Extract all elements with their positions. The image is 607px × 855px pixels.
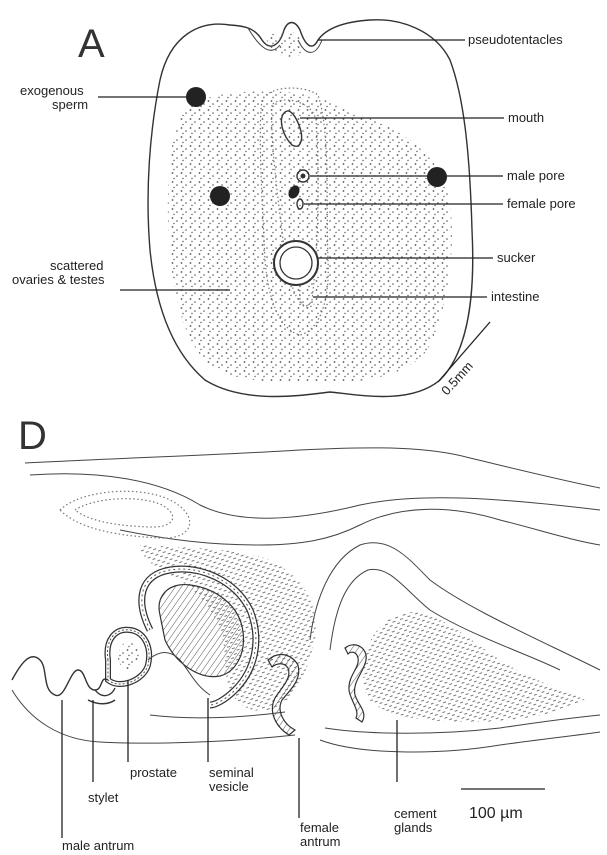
label-sperm: sperm	[52, 97, 88, 112]
label-female: female	[300, 820, 339, 835]
male-antrum-folds	[12, 657, 108, 696]
panel-a: A	[12, 20, 576, 398]
exogenous-sperm-dot-2	[210, 186, 230, 206]
label-male-pore: male pore	[507, 168, 565, 183]
label-antrum: antrum	[300, 834, 340, 849]
label-stylet: stylet	[88, 790, 119, 805]
ventral-wall-right	[320, 732, 600, 752]
label-pseudotentacles: pseudotentacles	[468, 32, 563, 47]
panel-d-letter: D	[18, 414, 47, 458]
label-cement: cement	[394, 806, 437, 821]
label-prostate: prostate	[130, 765, 177, 780]
stylet-tip	[88, 688, 115, 704]
panel-a-letter: A	[78, 22, 105, 66]
gonad-field	[168, 92, 452, 383]
label-exogenous: exogenous	[20, 83, 84, 98]
dorsal-wall-outer	[25, 448, 600, 488]
dorsal-wall-inner	[120, 509, 600, 545]
label-male-antrum: male antrum	[62, 838, 134, 853]
label-mouth: mouth	[508, 110, 544, 125]
exogenous-sperm-dot-3	[427, 167, 447, 187]
dorsal-wall-mid	[30, 474, 600, 518]
ventral-wall-outer	[150, 712, 285, 718]
label-female-pore: female pore	[507, 196, 576, 211]
label-intestine: intestine	[491, 289, 539, 304]
scale-label-a: 0.5mm	[438, 358, 476, 398]
label-glands: glands	[394, 820, 433, 835]
scale-label-d: 100 µm	[469, 805, 523, 822]
pseudotentacle-stipple	[265, 32, 302, 57]
cement-glands	[363, 612, 585, 722]
label-vesicle: vesicle	[209, 779, 249, 794]
panel-d: D	[12, 414, 600, 853]
label-ovaries-testes: ovaries & testes	[12, 272, 105, 287]
label-sucker: sucker	[497, 250, 536, 265]
label-scattered: scattered	[50, 258, 103, 273]
label-seminal: seminal	[209, 765, 254, 780]
exogenous-sperm-dot-1	[186, 87, 206, 107]
